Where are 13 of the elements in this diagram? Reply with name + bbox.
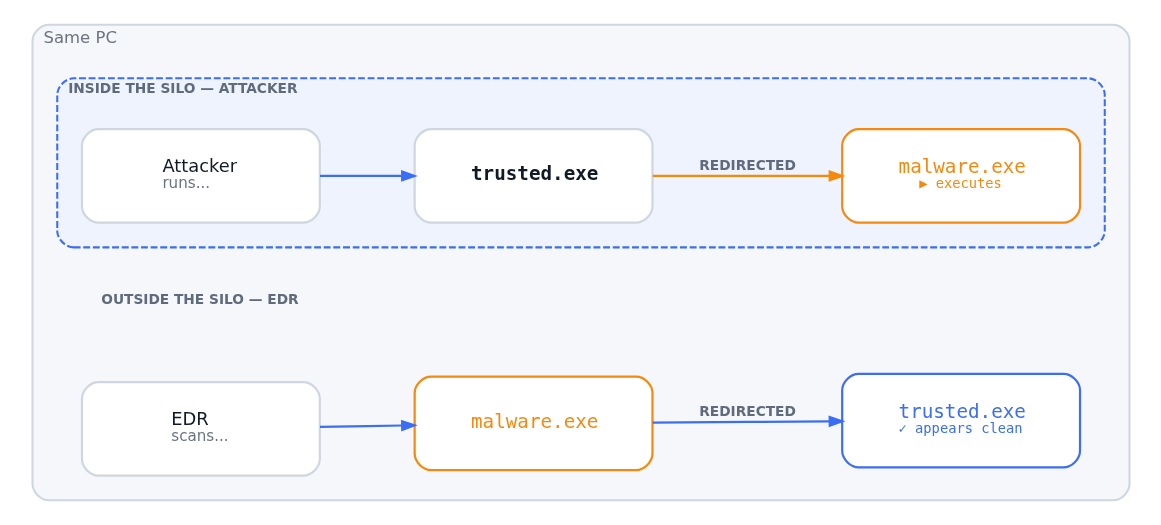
node-box: malware.exe [413, 375, 654, 472]
arrow [652, 415, 845, 428]
edge-label: REDIRECTED [698, 403, 796, 420]
edge-label: REDIRECTED [698, 157, 796, 174]
node-box: malware.exe ▶ executes [840, 128, 1081, 224]
node-box: trusted.exe [413, 128, 654, 224]
arrow [319, 170, 418, 182]
arrow [652, 170, 845, 182]
label: OUTSIDE THE SILO — EDR [100, 291, 299, 308]
node-box: trusted.exe ✓ appears clean [840, 372, 1081, 469]
node-box: Attacker runs... [80, 128, 321, 224]
arrow [319, 419, 418, 432]
node-box: EDR scans... [80, 381, 321, 477]
